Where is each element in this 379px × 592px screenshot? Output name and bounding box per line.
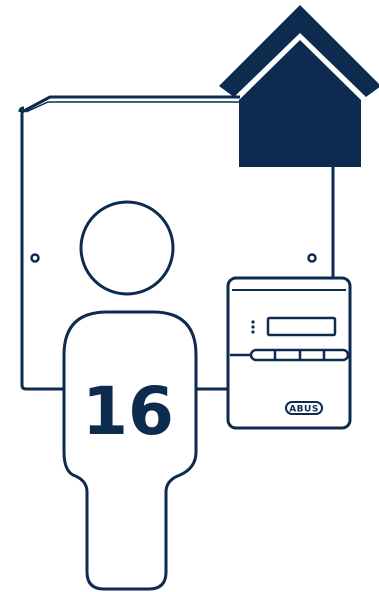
- indicator-led-1: [251, 320, 254, 323]
- abus-logo: ABUS: [286, 402, 322, 415]
- wall-panel-bevel: [26, 102, 240, 112]
- alarm-control-panel: ABUS: [228, 278, 350, 428]
- wall-panel-screw-right: [309, 255, 316, 262]
- house-icon: [219, 5, 379, 167]
- control-panel-display: [268, 318, 335, 335]
- user-number: 16: [82, 373, 174, 450]
- user-figure: 16: [64, 202, 196, 589]
- wall-panel-screw-left: [32, 255, 39, 262]
- abus-logo-text: ABUS: [289, 405, 319, 415]
- indicator-led-2: [251, 325, 254, 328]
- wall-panel-top-edge: [22, 97, 240, 112]
- indicator-led-3: [251, 330, 254, 333]
- user-head: [81, 202, 173, 294]
- user-body: [64, 312, 196, 589]
